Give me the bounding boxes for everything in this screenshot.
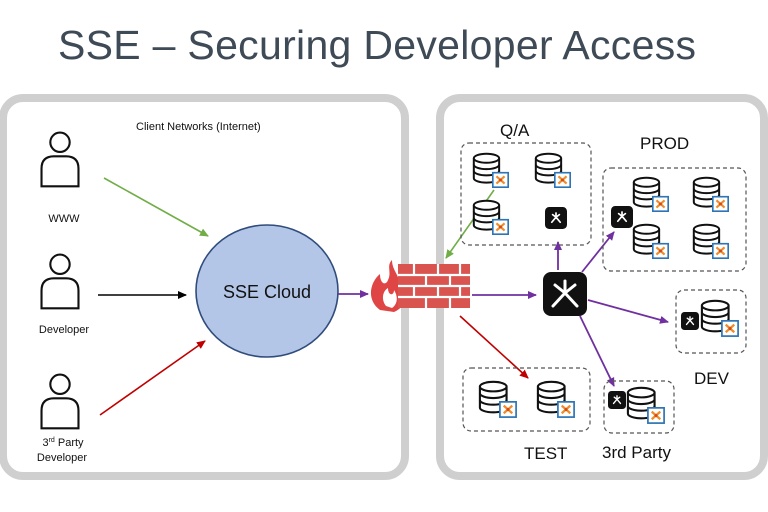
gateway-icon bbox=[543, 272, 587, 316]
group-prod bbox=[602, 167, 747, 272]
sse-cloud bbox=[195, 224, 339, 358]
user-third-party-developer: 3rd Party Developer bbox=[37, 373, 87, 464]
group-qa bbox=[460, 142, 592, 246]
client-networks-caption: Client Networks (Internet) bbox=[136, 121, 261, 133]
group-label-prod: PROD bbox=[640, 134, 689, 153]
page-title: SSE – Securing Developer Access bbox=[58, 22, 697, 68]
user-developer: Developer bbox=[39, 253, 89, 336]
group-label-qa: Q/A bbox=[500, 121, 530, 140]
group-label-dev: DEV bbox=[694, 369, 730, 388]
user-label-developer: Developer bbox=[39, 324, 89, 336]
group-third-party bbox=[603, 380, 675, 434]
connector-icon bbox=[681, 312, 699, 330]
arrow-gateway-to-third-party bbox=[579, 315, 615, 387]
arrow-gateway-to-prod bbox=[581, 231, 615, 273]
arrow-gateway-to-dev bbox=[587, 299, 669, 324]
connector-icon bbox=[545, 207, 567, 229]
connector-icon bbox=[608, 391, 626, 409]
connector-icon bbox=[611, 206, 633, 228]
user-label-www: WWW bbox=[48, 213, 80, 225]
arrow-www-to-cloud bbox=[103, 177, 209, 237]
firewall-icon bbox=[370, 260, 470, 312]
user-label-third-party-line2: Developer bbox=[37, 452, 87, 464]
user-www: WWW bbox=[40, 131, 80, 225]
sse-cloud-label: SSE Cloud bbox=[223, 282, 311, 302]
group-label-test: TEST bbox=[524, 444, 567, 463]
arrow-thirdparty-to-cloud bbox=[99, 340, 206, 416]
group-test bbox=[462, 367, 591, 432]
user-label-third-party: 3rd Party bbox=[42, 437, 84, 449]
group-label-third-party: 3rd Party bbox=[602, 443, 671, 462]
